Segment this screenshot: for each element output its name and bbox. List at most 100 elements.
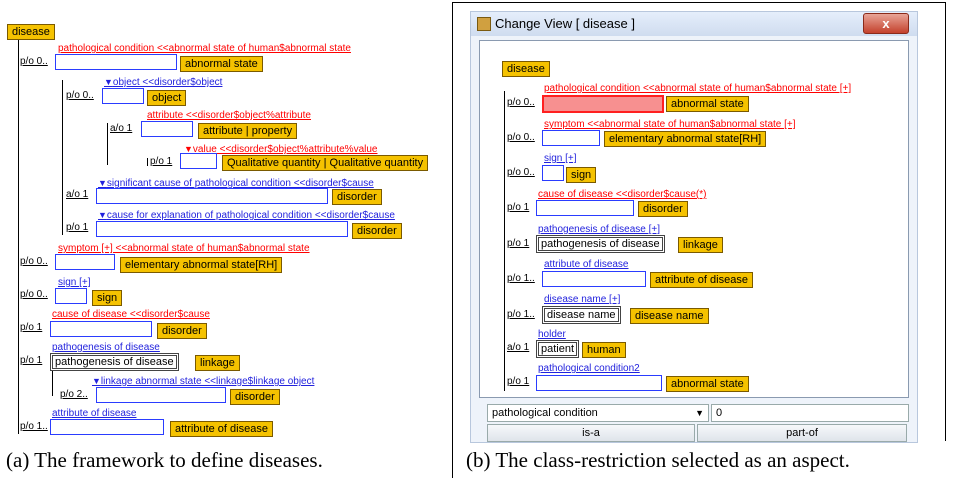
- concept-box[interactable]: linkage: [678, 237, 723, 253]
- slot-box-selected[interactable]: [542, 95, 664, 113]
- role-label: cause of disease <<disorder$cause(*): [538, 189, 707, 200]
- role-label: attribute of disease: [52, 408, 137, 419]
- cardinality: a/o 1: [507, 342, 530, 353]
- aspect-dropdown-value: pathological condition: [492, 407, 598, 419]
- slot-box[interactable]: [180, 153, 217, 169]
- role-label: sign [+]: [58, 277, 91, 288]
- cardinality: p/o 1..: [507, 309, 535, 320]
- role-label: ▼object <<disorder$object: [104, 77, 223, 88]
- role-label: sign [+]: [544, 153, 577, 164]
- role-label: pathological condition <<abnormal state …: [544, 83, 852, 94]
- slot-box[interactable]: [536, 200, 634, 216]
- close-button[interactable]: x: [863, 13, 909, 34]
- slot-box[interactable]: [96, 221, 348, 237]
- cardinality: p/o 0..: [507, 167, 535, 178]
- slot-box[interactable]: [96, 188, 328, 204]
- concept-box[interactable]: disease name: [630, 308, 709, 324]
- cardinality: p/o 0..: [20, 256, 48, 267]
- slot-instance-box[interactable]: disease name: [542, 306, 621, 324]
- role-label: pathological condition2: [538, 363, 640, 374]
- slot-box[interactable]: [542, 130, 600, 146]
- concept-box[interactable]: disorder: [230, 389, 280, 405]
- role-label: ▼value <<disorder$object%attribute%value: [184, 144, 378, 155]
- role-label: attribute <<disorder$object%attribute: [147, 110, 311, 121]
- cardinality: p/o 1: [507, 202, 530, 213]
- role-label: pathological condition <<abnormal state …: [58, 43, 351, 54]
- root-concept-disease[interactable]: disease: [7, 24, 55, 40]
- concept-box[interactable]: abnormal state: [666, 96, 749, 112]
- cardinality: p/o 2..: [60, 389, 88, 400]
- slot-box[interactable]: [55, 54, 177, 70]
- cardinality: p/o 0..: [507, 132, 535, 143]
- slot-box[interactable]: [55, 254, 115, 270]
- expand-triangle-icon[interactable]: ▼: [98, 178, 107, 188]
- caption-b: (b) The class-restriction selected as an…: [466, 448, 850, 472]
- role-label: holder: [538, 329, 566, 340]
- chevron-down-icon[interactable]: ▼: [695, 408, 704, 418]
- expand-triangle-icon[interactable]: ▼: [98, 210, 107, 220]
- concept-box[interactable]: sign: [92, 290, 123, 306]
- is-a-button[interactable]: is-a: [487, 424, 695, 442]
- figure-b-frame-edge: [452, 440, 453, 478]
- concept-box[interactable]: disorder: [332, 189, 382, 205]
- role-label: disease name [+]: [544, 294, 621, 305]
- concept-box[interactable]: attribute | property: [198, 123, 298, 139]
- cardinality: p/o 0..: [20, 56, 48, 67]
- cardinality: p/o 1..: [20, 421, 48, 432]
- concept-box[interactable]: object: [147, 90, 187, 106]
- cardinality: p/o 1: [20, 355, 43, 366]
- concept-box[interactable]: disorder: [157, 323, 207, 339]
- slot-box[interactable]: [542, 165, 564, 181]
- expand-triangle-icon[interactable]: ▼: [92, 376, 101, 386]
- role-label: pathogenesis of disease: [52, 342, 160, 353]
- concept-box[interactable]: disorder: [638, 201, 688, 217]
- concept-box[interactable]: Qualitative quantity | Qualitative quant…: [222, 155, 429, 171]
- change-view-window: Change View [ disease ] x disease pathol…: [470, 11, 918, 443]
- title-bar[interactable]: Change View [ disease ] x: [471, 12, 917, 36]
- concept-box[interactable]: abnormal state: [180, 56, 263, 72]
- slot-box[interactable]: [50, 419, 164, 435]
- concept-box[interactable]: sign: [566, 167, 597, 183]
- cardinality: p/o 1: [20, 322, 43, 333]
- concept-box[interactable]: attribute of disease: [170, 421, 273, 437]
- cardinality: p/o 1: [507, 238, 530, 249]
- window-title: Change View [ disease ]: [495, 16, 635, 31]
- aspect-dropdown[interactable]: pathological condition ▼: [487, 404, 709, 422]
- role-label: ▼linkage abnormal state <<linkage$linkag…: [92, 376, 315, 387]
- caption-a: (a) The framework to define diseases.: [6, 448, 323, 472]
- role-label: ▼cause for explanation of pathological c…: [98, 210, 395, 221]
- slot-instance-box[interactable]: patient: [536, 340, 580, 358]
- cardinality: a/o 1: [110, 123, 133, 134]
- cardinality: p/o 1: [66, 222, 89, 233]
- java-app-icon: [477, 17, 491, 31]
- cardinality: a/o 1: [66, 189, 89, 200]
- role-label: symptom <<abnormal state of human$abnorm…: [544, 119, 796, 130]
- concept-box[interactable]: linkage: [195, 355, 240, 371]
- slot-box[interactable]: [96, 387, 226, 403]
- role-label: pathogenesis of disease [+]: [538, 224, 661, 235]
- slot-instance-box[interactable]: pathogenesis of disease: [536, 235, 665, 253]
- root-concept-disease[interactable]: disease: [502, 61, 550, 77]
- slot-box[interactable]: [536, 375, 662, 391]
- slot-box[interactable]: [55, 288, 87, 304]
- slot-box[interactable]: [102, 88, 144, 104]
- concept-box[interactable]: attribute of disease: [650, 272, 753, 288]
- expand-triangle-icon[interactable]: ▼: [184, 144, 193, 154]
- figure-b-frame: [452, 2, 946, 441]
- part-of-button[interactable]: part-of: [697, 424, 907, 442]
- cardinality: p/o 0..: [507, 97, 535, 108]
- concept-box[interactable]: disorder: [352, 223, 402, 239]
- cardinality: p/o 1..: [507, 273, 535, 284]
- slot-instance-box[interactable]: pathogenesis of disease: [50, 353, 179, 371]
- expand-triangle-icon[interactable]: ▼: [104, 77, 113, 87]
- role-label: ▼significant cause of pathological condi…: [98, 178, 374, 189]
- slot-box[interactable]: [50, 321, 152, 337]
- concept-box[interactable]: elementary abnormal state[RH]: [604, 131, 767, 147]
- slot-box[interactable]: [141, 121, 193, 137]
- slot-box[interactable]: [542, 271, 646, 287]
- concept-box[interactable]: elementary abnormal state[RH]: [120, 257, 283, 273]
- role-label: attribute of disease: [544, 259, 629, 270]
- number-field[interactable]: 0: [711, 404, 909, 422]
- concept-box[interactable]: human: [582, 342, 626, 358]
- concept-box[interactable]: abnormal state: [666, 376, 749, 392]
